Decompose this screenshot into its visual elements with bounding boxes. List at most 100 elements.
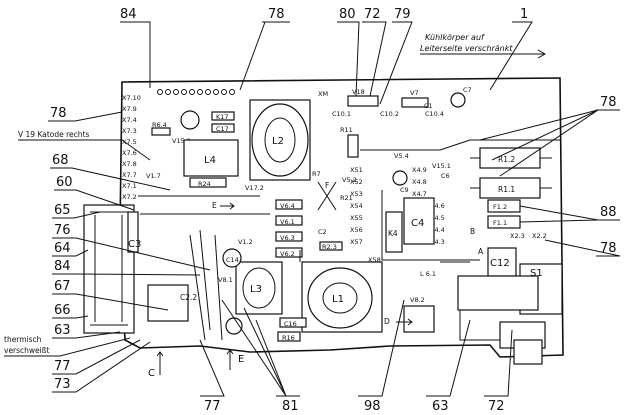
c4-body (403, 197, 435, 245)
note-thermisch-2: verschweißt (4, 346, 49, 355)
arrow-B-label: B (470, 227, 475, 236)
conn-mid-0: X51 (350, 166, 363, 174)
arrow-C-label: C (148, 368, 155, 379)
comp-R2.3: R2.3 (322, 243, 337, 251)
callout-79: 79 (394, 7, 411, 22)
comp-L4: L4 (204, 155, 216, 166)
conn-right-5: X4.4 (430, 226, 445, 234)
callout-78-left: 78 (50, 106, 67, 121)
comp-S1: S1 (530, 268, 543, 279)
r7-cross (317, 181, 337, 211)
callout-80: 80 (339, 7, 356, 22)
wiring (138, 139, 560, 341)
callout-84-top: 84 (120, 7, 137, 22)
comp-V17.2: V17.2 (245, 184, 264, 192)
comp-V6.3: V6.3 (280, 234, 295, 242)
comp-C2.2: C2.2 (180, 293, 197, 302)
conn-left-6: X7.8 (122, 160, 137, 168)
board-outline (119, 77, 564, 358)
connector-column-mid: X51 X52 X53 X54 X55 X56 X57 X58 (350, 166, 381, 264)
comp-R1.2: R1.2 (498, 155, 515, 164)
comp-R7: R7 (312, 170, 321, 178)
comp-V6.2: V6.2 (280, 250, 295, 258)
callout-68: 68 (52, 153, 69, 168)
comp-C2: C2 (318, 228, 327, 236)
c-cap-top (180, 110, 200, 130)
callout-98: 98 (364, 399, 381, 414)
comp-R1.1: R1.1 (498, 185, 515, 194)
comp-V8.2: V8.2 (410, 296, 425, 304)
pin-row-top (157, 89, 235, 95)
comp-C6: C6 (441, 172, 450, 180)
conn-left-3: X7.3 (122, 127, 137, 135)
v82-body (403, 305, 435, 333)
conn-right-4: X4.5 (430, 214, 445, 222)
conn-right-0: X4.9 (412, 166, 427, 174)
v64-body (275, 199, 303, 210)
conn-right-6: X4.3 (430, 238, 445, 246)
comp-R24: R24 (198, 180, 211, 188)
c17-body (211, 123, 235, 133)
conn-left-4: X7.5 (122, 138, 137, 146)
comp-K4: K4 (388, 229, 398, 238)
conn-left-2: X7.4 (122, 116, 137, 124)
note-v19: V 19 Katode rechts (18, 130, 89, 139)
v18-body (347, 95, 379, 107)
conn-left-7: X7.7 (122, 171, 137, 179)
k4-body (385, 211, 403, 253)
conn-left-9: X7.2 (122, 193, 137, 201)
r16-body (277, 331, 301, 342)
comp-F1.2: F1.2 (493, 203, 507, 211)
callout-72-bottom: 72 (488, 399, 505, 414)
conn-right-1: X4.8 (412, 178, 427, 186)
conn-mid-4: X55 (350, 214, 363, 222)
callout-63-left: 63 (54, 323, 71, 338)
callout-73: 73 (54, 377, 71, 392)
comp-V6.4: V6.4 (280, 202, 295, 210)
note-kuehlkoerper-1: Kühlkörper auf (425, 33, 485, 42)
note-kuehlkoerper-arrow (420, 49, 547, 59)
arrow-F-label: F (325, 181, 329, 190)
comp-V7: V7 (410, 89, 419, 97)
comp-V18: V18 (352, 88, 365, 96)
c12-body (487, 247, 517, 277)
l2-coil (251, 103, 309, 177)
callout-67: 67 (54, 279, 71, 294)
r24-body (189, 177, 227, 188)
r64-body (151, 127, 171, 136)
comp-C12: C12 (490, 258, 510, 269)
comp-R11: R11 (340, 126, 353, 134)
r11-body (347, 134, 359, 158)
callout-88: 88 (600, 205, 617, 220)
conn-mid-1: X52 (350, 178, 363, 186)
arrow-C (156, 351, 164, 375)
conn-left-1: X7.9 (122, 105, 137, 113)
callouts: 84 78 80 72 79 1 78 78 68 60 65 76 64 84… (48, 7, 621, 414)
callout-77-bottom: 77 (204, 399, 221, 414)
comp-F1.1: F1.1 (493, 219, 507, 227)
comp-C1: C1 (424, 102, 433, 110)
callout-66: 66 (54, 303, 71, 318)
arrow-E-2 (226, 349, 234, 370)
c9-body (392, 170, 408, 186)
callout-64: 64 (54, 241, 71, 256)
conn-left-0: X7.10 (122, 94, 141, 102)
connector-housing (457, 275, 539, 311)
comp-C10.1: C10.1 (332, 110, 351, 118)
comp-L6.1: L 6.1 (420, 270, 436, 278)
comp-V15.1: V15.1 (432, 162, 451, 170)
comp-C3: C3 (128, 239, 141, 250)
c16-body (279, 317, 307, 328)
callout-60: 60 (56, 175, 73, 190)
callout-76: 76 (54, 223, 71, 238)
comp-C14: C14 (226, 256, 239, 264)
comp-V5.2: V5.2 (342, 176, 357, 184)
arrow-A-label: A (478, 247, 484, 256)
heatsink-left (83, 204, 135, 334)
conn-mid-6: X57 (350, 238, 363, 246)
c22-body (147, 284, 189, 322)
conn-right-3: X4.6 (430, 202, 445, 210)
comp-V5.4: V5.4 (394, 152, 409, 160)
comp-L2: L2 (272, 136, 284, 147)
